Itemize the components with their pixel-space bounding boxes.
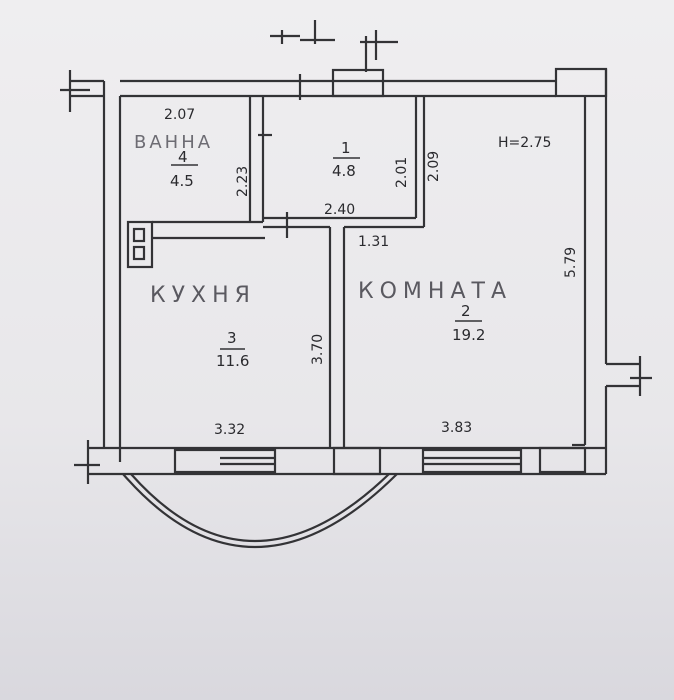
dimension-kitchen-width: 3.32 (214, 422, 245, 438)
kitchen-room-number: 3 (227, 329, 237, 347)
dimension-bath-width: 2.07 (164, 107, 195, 123)
bath-handwritten-label: ВАННА (134, 132, 213, 153)
dimension-hall-depth-left: 2.01 (394, 157, 410, 188)
hall-room-area: 4.8 (332, 162, 356, 180)
dimension-hall-width: 2.40 (324, 202, 355, 218)
bath-room-number: 4 (178, 148, 188, 166)
dimension-hall-opening: 1.31 (358, 234, 389, 250)
dimension-room-depth: 5.79 (563, 247, 579, 278)
dimension-bath-depth: 2.23 (235, 166, 251, 197)
living-room-number: 2 (461, 302, 471, 320)
ceiling-height-note: H=2.75 (498, 135, 551, 151)
living-room-area: 19.2 (452, 326, 485, 344)
dimension-hall-depth-right: 2.09 (426, 151, 442, 182)
walls (60, 20, 652, 548)
kitchen-room-area: 11.6 (216, 352, 249, 370)
dimension-kitchen-depth: 3.70 (310, 334, 326, 365)
kitchen-handwritten-label: КУХНЯ (150, 283, 256, 308)
dimension-room-width: 3.83 (441, 420, 472, 436)
hall-room-number: 1 (341, 139, 351, 157)
bath-room-area: 4.5 (170, 172, 194, 190)
room-handwritten-label: КОМНАТА (358, 279, 512, 304)
